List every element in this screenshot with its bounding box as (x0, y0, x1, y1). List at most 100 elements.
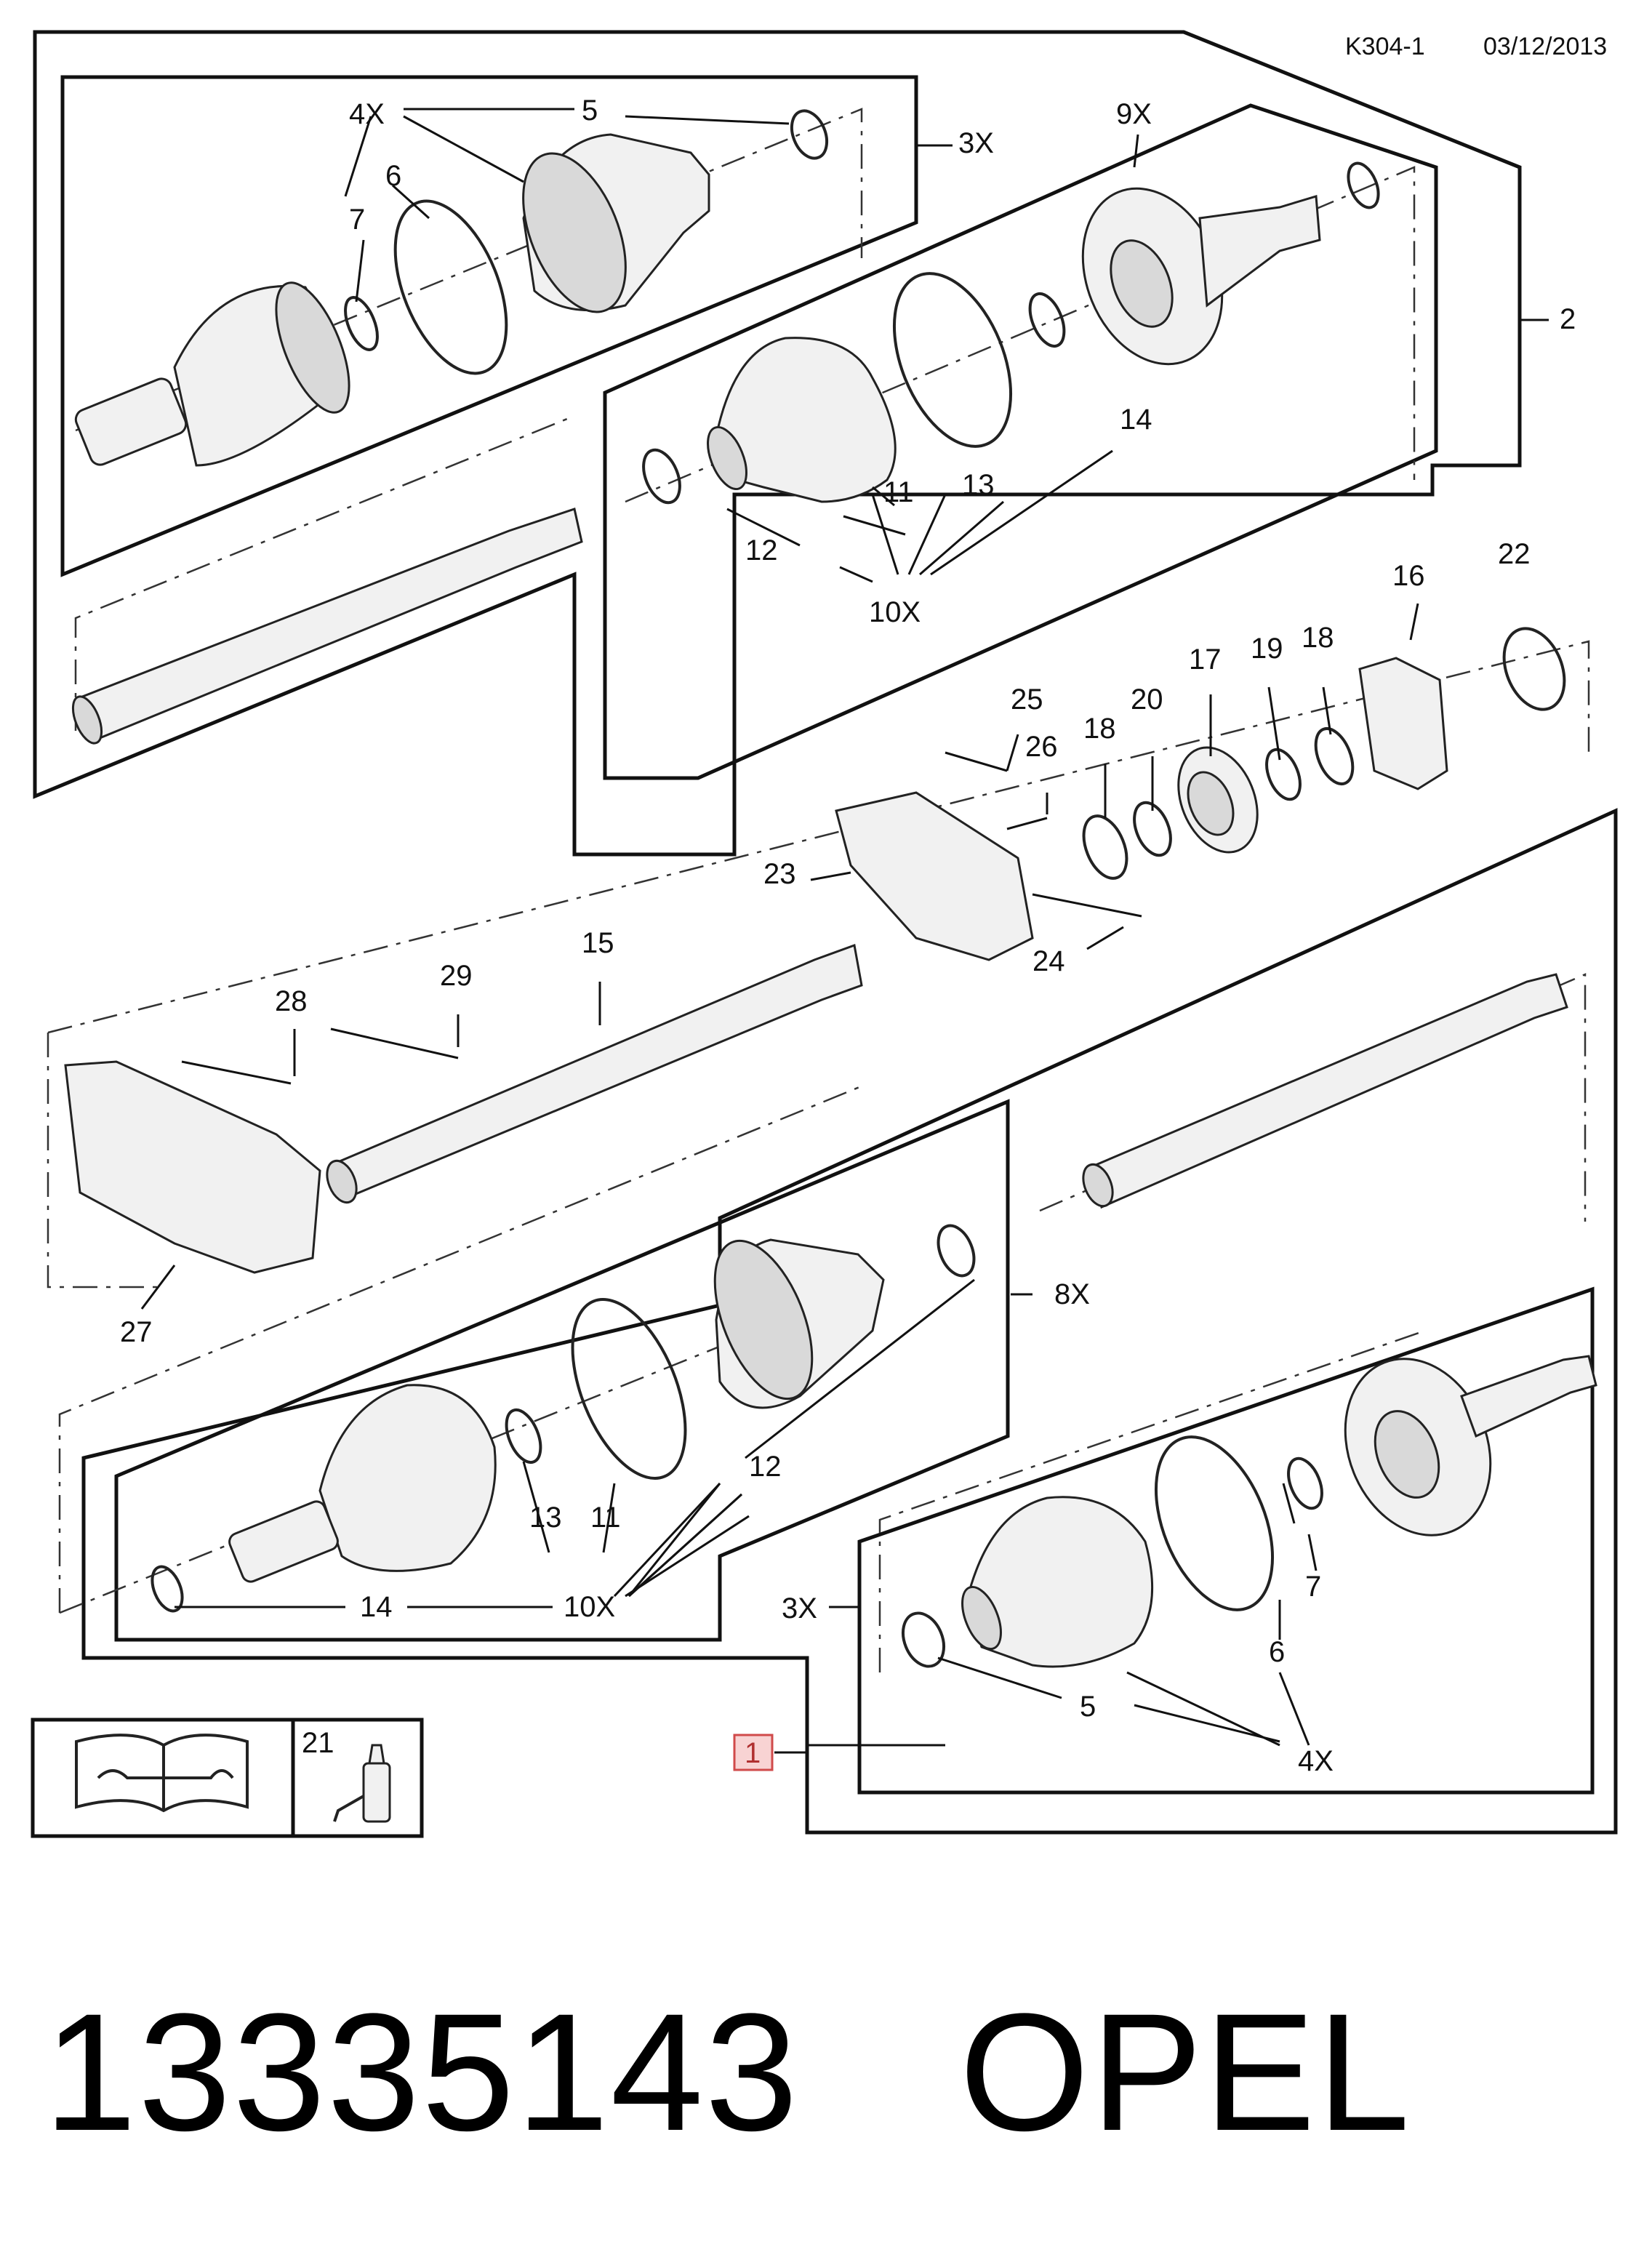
centerline-shaft-upper (74, 414, 575, 731)
outer-cv-joint (74, 281, 350, 467)
centerline-top-right (625, 166, 1416, 503)
footer-part-info: 13335143 OPEL (44, 1978, 1607, 2167)
boot-clamp-11-top (892, 272, 1013, 448)
label-23: 23 (763, 858, 796, 890)
label-5-bottom: 5 (1080, 1691, 1096, 1723)
label-11-top: 11 (883, 476, 914, 508)
assembly-2-frame (33, 30, 1522, 857)
boot-clamp-12-top (642, 448, 681, 505)
circlip-top-right (1347, 161, 1380, 209)
label-22: 22 (1498, 538, 1531, 570)
centerline-bottom-right (878, 1329, 1426, 1672)
label-3x-top: 3X (958, 127, 994, 159)
label-14-top: 14 (1120, 404, 1152, 436)
bottom-right-kit-frame (857, 1286, 1595, 1795)
leader-lines (140, 108, 1549, 1747)
bottom-left-kit-frame (114, 1099, 1010, 1642)
inner-tripod-joint-14 (1081, 187, 1321, 366)
label-11-bottom: 11 (590, 1502, 621, 1534)
header-code: K304-1 (1345, 33, 1425, 60)
circlip-13-top (1028, 292, 1066, 348)
label-12-bottom: 12 (749, 1451, 782, 1483)
label-2: 2 (1560, 303, 1576, 335)
centerline-bracket (47, 1033, 164, 1289)
grease-tube-icon (333, 1744, 391, 1823)
label-7-top: 7 (349, 204, 365, 236)
circlip-14-bottom (151, 1565, 184, 1613)
label-9x: 9X (1116, 98, 1152, 130)
label-24: 24 (1032, 945, 1065, 977)
bolt-25 (945, 751, 1008, 772)
washer-20 (1133, 801, 1172, 857)
label-21: 21 (302, 1727, 334, 1759)
label-13-bottom: 13 (529, 1502, 562, 1534)
label-27: 27 (120, 1316, 153, 1348)
label-4x-top: 4X (349, 98, 385, 130)
bearing-17 (1177, 746, 1259, 854)
dust-seal-22 (1502, 627, 1566, 711)
label-10x-bottom: 10X (564, 1591, 615, 1623)
label-8x: 8X (1054, 1278, 1090, 1310)
bolt-24 (1032, 893, 1142, 918)
label-26: 26 (1025, 731, 1058, 763)
cv-boot-top (522, 133, 710, 313)
boot-clamp-12-bottom (937, 1224, 976, 1278)
circlip-7-bottom (1287, 1456, 1323, 1510)
circlip-7 (344, 296, 379, 351)
legend-box (31, 1718, 424, 1838)
manual-icon (75, 1734, 249, 1813)
centerline-lower (58, 1086, 860, 1613)
brand-name: OPEL (959, 1979, 1411, 2165)
cv-boot-bottom (713, 1238, 885, 1409)
label-29: 29 (440, 960, 473, 992)
label-17: 17 (1189, 644, 1222, 676)
label-7-bottom: 7 (1305, 1571, 1321, 1603)
boot-clamp-11-bottom (571, 1298, 687, 1480)
label-15: 15 (582, 927, 614, 959)
centerline-middle (47, 640, 1590, 1034)
snap-ring-18-left (1082, 814, 1128, 880)
label-10x-top: 10X (869, 596, 921, 628)
boot-clamp-5 (790, 109, 829, 160)
label-14-bottom: 14 (360, 1591, 393, 1623)
header-date: 03/12/2013 (1483, 33, 1607, 60)
label-1: 1 (745, 1737, 761, 1769)
bolt-29 (330, 1027, 459, 1059)
label-18-left: 18 (1083, 713, 1116, 745)
main-shaft-15 (326, 943, 863, 1204)
label-13-top: 13 (962, 469, 995, 501)
boot-clamp-large-6 (393, 199, 508, 375)
label-3x-bottom: 3X (782, 1592, 817, 1624)
label-16: 16 (1392, 560, 1425, 592)
washer-19 (1265, 748, 1302, 801)
label-6-bottom: 6 (1269, 1636, 1285, 1668)
bolt-28 (181, 1060, 292, 1085)
label-12-top: 12 (745, 534, 778, 566)
boot-clamp-6-bottom (1154, 1435, 1275, 1611)
outer-cv-joint-bottom (228, 1384, 497, 1583)
label-4x-bottom: 4X (1298, 1745, 1334, 1777)
cv-boot-11-top (707, 337, 897, 503)
bolt-26 (1006, 817, 1048, 830)
top-left-kit-frame (60, 75, 918, 577)
centerline-top-left (75, 108, 863, 432)
label-28: 28 (275, 985, 308, 1017)
snap-ring-18-right (1314, 727, 1355, 785)
label-18-right: 18 (1302, 622, 1334, 654)
part-number: 13335143 (44, 1979, 800, 2165)
label-20: 20 (1131, 684, 1163, 716)
label-1-highlight (733, 1734, 774, 1771)
bearing-housing-16 (1358, 657, 1448, 790)
boot-clamp-5-bottom (902, 1611, 945, 1668)
shaft-upper (71, 508, 583, 745)
support-bracket-27 (64, 1060, 321, 1274)
label-6-top: 6 (385, 160, 401, 192)
shaft-lower (1082, 973, 1568, 1209)
label-5-top: 5 (582, 95, 598, 127)
bracket-23 (835, 791, 1034, 961)
top-right-kit-frame (603, 103, 1438, 780)
cv-boot-bottom-right (961, 1496, 1154, 1668)
label-25: 25 (1011, 684, 1043, 716)
circlip-13-bottom (505, 1408, 542, 1464)
